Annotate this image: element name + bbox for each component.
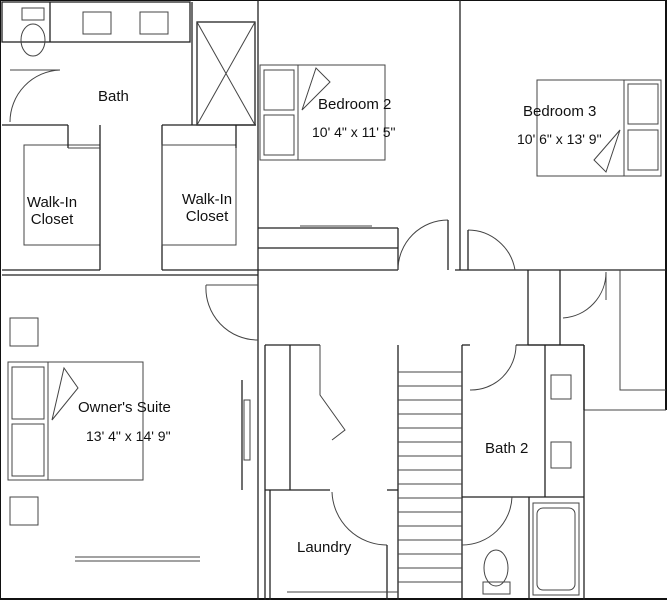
laundry-label: Laundry (297, 539, 352, 556)
hall-doors (397, 219, 516, 271)
closet-left-label: Walk-In Closet (20, 194, 84, 229)
linen-shaft (191, 2, 256, 126)
owners-suite-name: Owner's Suite (78, 399, 171, 416)
bedroom2-room (257, 0, 461, 600)
staircase (398, 345, 463, 600)
bedroom3-closet (527, 270, 666, 410)
closet-right-line2: Closet (185, 208, 229, 226)
owners-suite-dims: 13' 4" x 14' 9" (86, 428, 171, 444)
bed-owners (7, 361, 144, 481)
bedroom3-name: Bedroom 3 (523, 103, 597, 120)
bath2-room (461, 344, 585, 600)
toilet-2-icon (482, 549, 511, 595)
center-block (264, 344, 399, 600)
bath2-label: Bath 2 (485, 440, 529, 457)
bed-3 (536, 79, 662, 177)
bedroom2-name: Bedroom 2 (318, 96, 392, 113)
closet-left-outline (2, 125, 101, 271)
closet-right-line1: Walk-In (181, 191, 233, 208)
closet-left-line1: Walk-In (26, 194, 78, 211)
closet-right-outline (161, 125, 258, 271)
owners-suite-room (2, 274, 259, 562)
bath-label: Bath (98, 88, 129, 105)
bedroom3-dims: 10' 6" x 13' 9" (517, 131, 602, 147)
closet-right-label: Walk-In Closet (175, 191, 239, 226)
bedroom2-dims: 10' 4" x 11' 5" (312, 124, 396, 140)
toilet-icon (20, 7, 46, 57)
closet-left-line2: Closet (30, 211, 74, 229)
bed-2 (259, 64, 386, 161)
